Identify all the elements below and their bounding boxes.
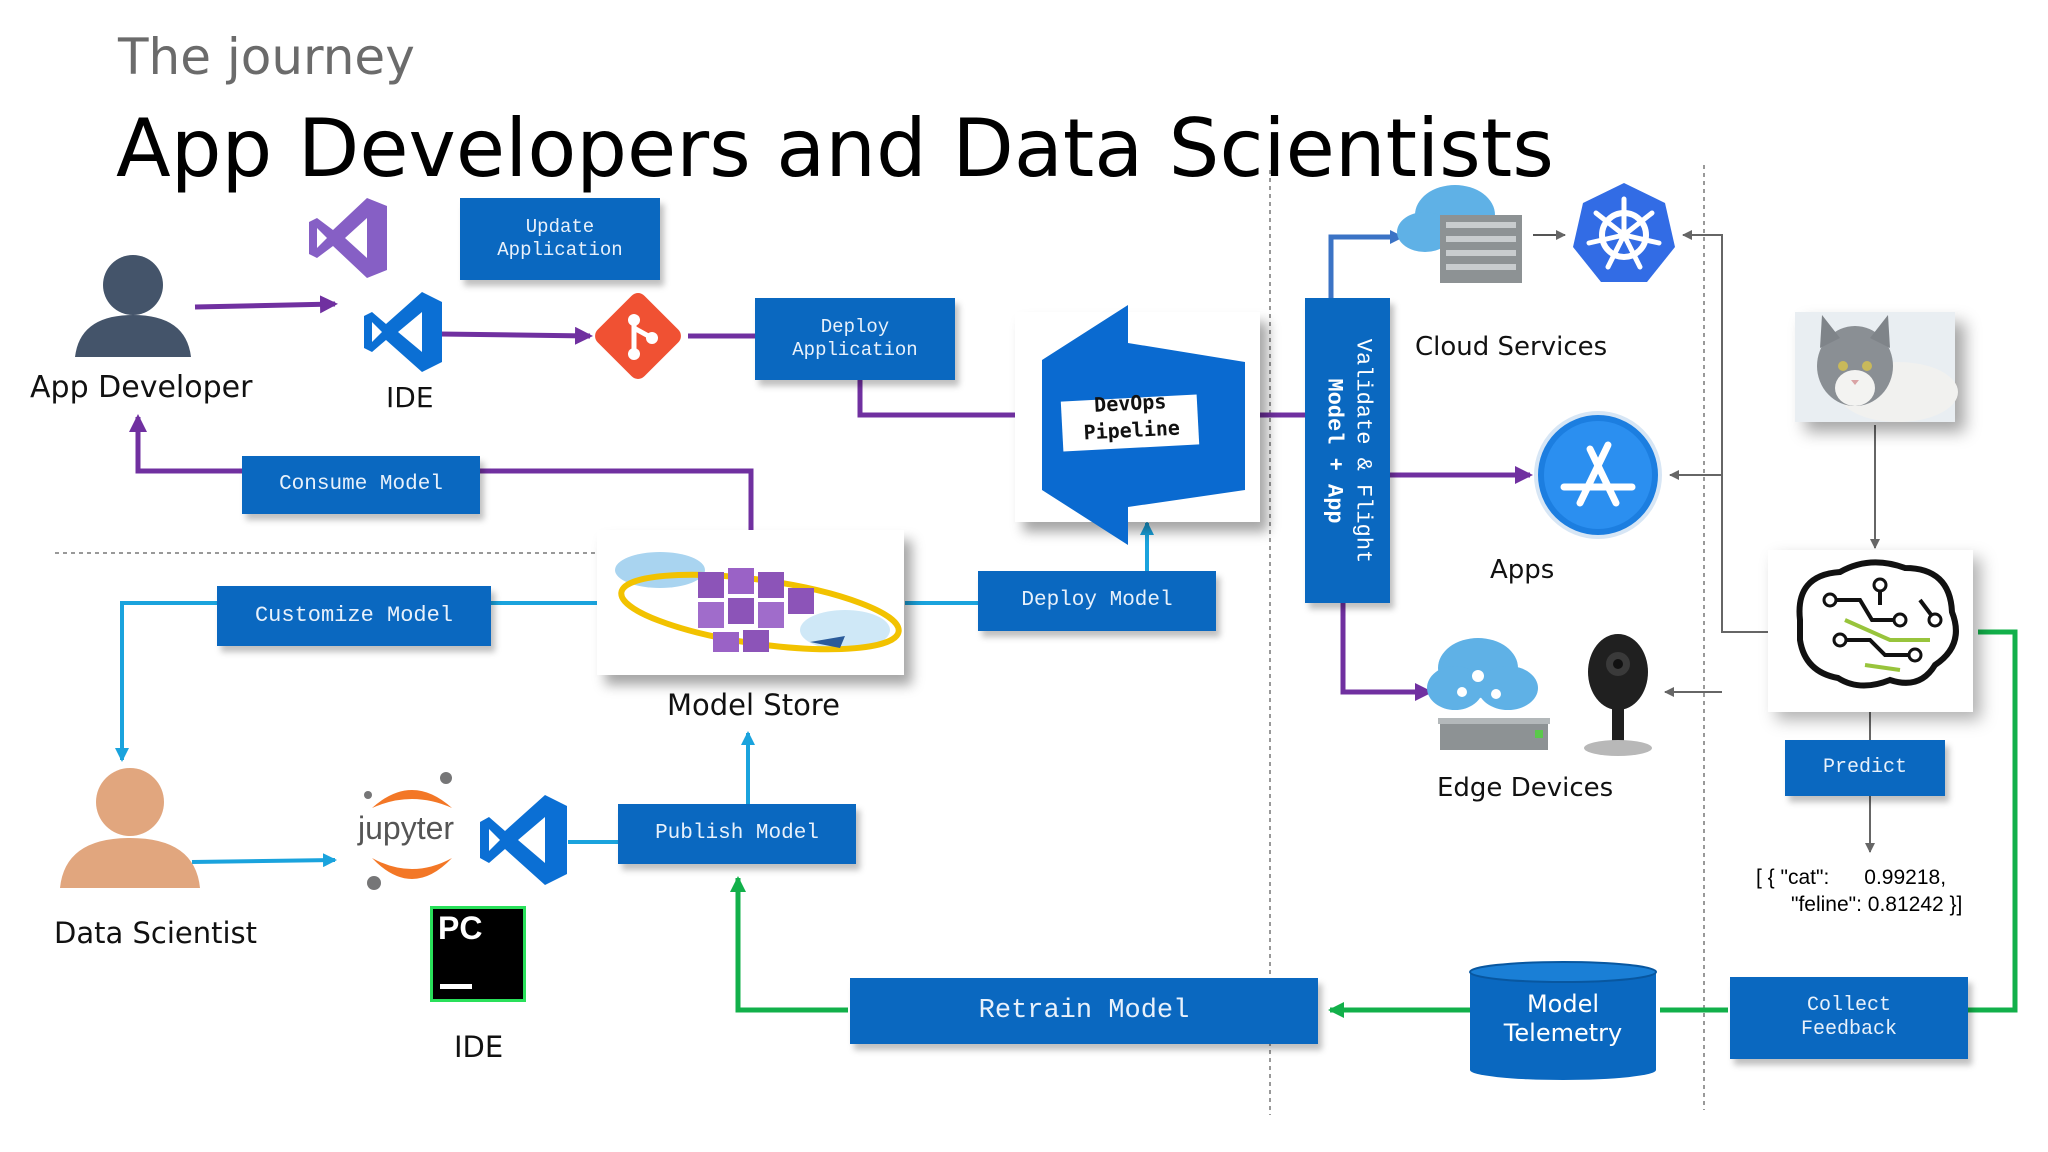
deploy-application-button[interactable]: Deploy Application (755, 298, 955, 380)
deploy-model-button[interactable]: Deploy Model (978, 571, 1216, 631)
pycharm-label: PC (438, 910, 483, 946)
ide-top-label: IDE (386, 381, 434, 414)
devops-pipeline-label: DevOps Pipeline (1082, 389, 1181, 445)
model-store-label: Model Store (667, 688, 840, 722)
vscode-icon-bottom (480, 795, 567, 885)
devops-pipeline-icon (1042, 305, 1245, 545)
retrain-model-button[interactable]: Retrain Model (850, 978, 1318, 1044)
page-title: App Developers and Data Scientists (116, 102, 1554, 195)
collect-feedback-button[interactable]: Collect Feedback (1730, 977, 1968, 1059)
kubernetes-icon (1573, 183, 1675, 282)
arrow-deploy-app-to-pipeline (857, 378, 1033, 424)
update-application-button[interactable]: Update Application (460, 198, 660, 280)
publish-model-button[interactable]: Publish Model (618, 804, 856, 864)
ide-bottom-label: IDE (454, 1030, 504, 1064)
validate-flight-button[interactable]: Validate & Flight Model + App (1305, 298, 1390, 603)
apps-label: Apps (1490, 555, 1555, 585)
arrow-developer-to-ide (194, 295, 338, 314)
page-subtitle: The journey (118, 28, 415, 86)
arrow-retrain-to-publish (730, 876, 848, 1013)
prediction-output: [ { "cat": 0.99218, "feline": 0.81242 }] (1756, 866, 1963, 917)
model-telemetry-label: Model Telemetry (1503, 990, 1623, 1047)
connector-predict-to-endpoints (1682, 230, 1770, 633)
arrow-data-scientist-to-ide (191, 853, 337, 868)
pycharm-icon (430, 906, 526, 1002)
model-store-icon (615, 552, 902, 653)
cat-photo (1795, 312, 1958, 422)
edge-devices-label: Edge Devices (1437, 773, 1614, 803)
model-telemetry-database (1469, 961, 1657, 1080)
arrow-validate-to-cloud (1328, 230, 1404, 298)
validate-flight-text: Validate & Flight Model + App (1321, 338, 1376, 563)
ml-model-icon (1768, 550, 1973, 712)
jupyter-icon (364, 772, 452, 890)
customize-model-button[interactable]: Customize Model (217, 586, 491, 646)
app-developer-label: App Developer (30, 370, 253, 405)
cloud-services-icon (1397, 185, 1522, 283)
arrow-ide-to-git (439, 326, 593, 345)
jupyter-label: jupyter (358, 810, 455, 846)
cloud-services-label: Cloud Services (1415, 332, 1608, 362)
git-icon (595, 293, 681, 379)
app-developer-icon (75, 255, 191, 357)
edge-devices-icon (1427, 638, 1550, 750)
data-scientist-icon (60, 768, 200, 888)
apps-icon (1534, 411, 1662, 539)
camera-icon (1584, 634, 1652, 756)
data-scientist-label: Data Scientist (54, 916, 257, 950)
predict-button[interactable]: Predict (1785, 740, 1945, 796)
arrow-validate-to-edge (1340, 603, 1433, 701)
consume-model-button[interactable]: Consume Model (242, 456, 480, 514)
visual-studio-icon (309, 198, 387, 278)
vscode-icon-top (364, 292, 442, 372)
